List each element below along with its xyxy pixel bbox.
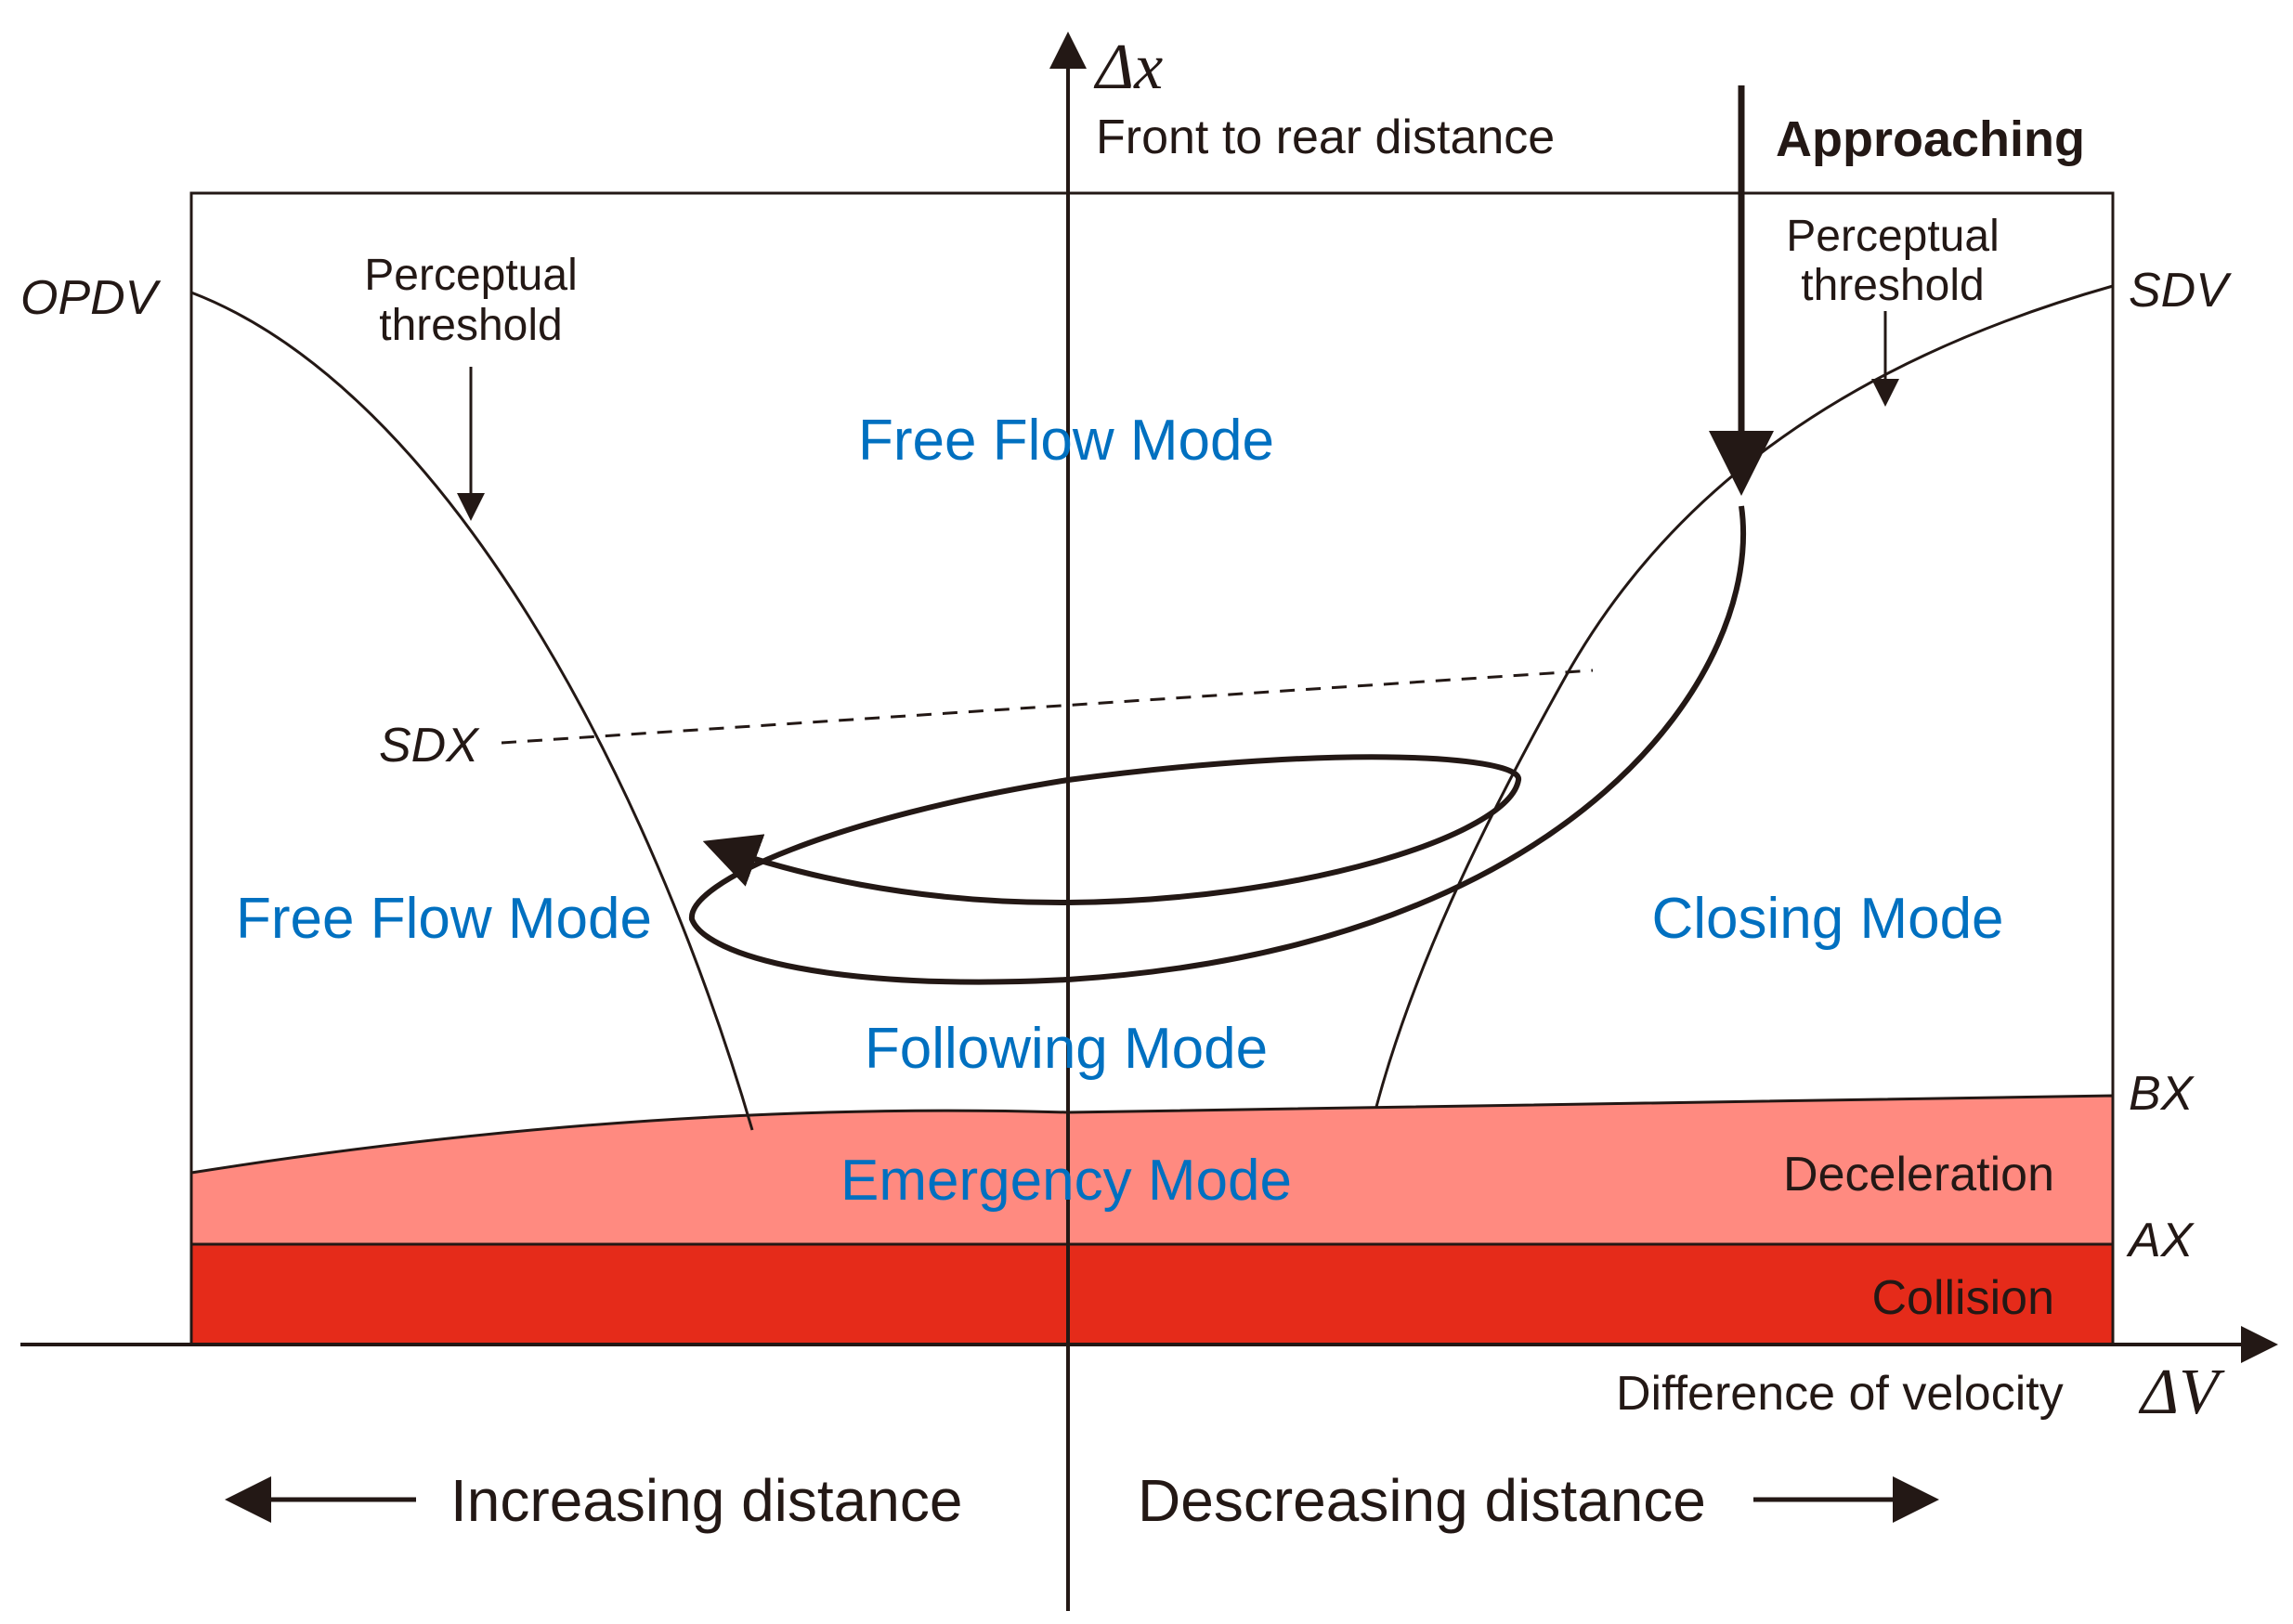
mode-following: Following Mode: [865, 1017, 1268, 1081]
perceptual-threshold-left-line1: Perceptual: [364, 251, 577, 300]
perceptual-threshold-left-line2: threshold: [379, 301, 562, 350]
y-axis-label: Front to rear distance: [1096, 110, 1555, 164]
collision-label: Collision: [1871, 1271, 2054, 1325]
perceptual-threshold-right-line2: threshold: [1801, 261, 1984, 310]
trajectory-path: [688, 505, 1747, 985]
mode-free-flow-top: Free Flow Mode: [858, 409, 1274, 473]
increasing-distance-label: Increasing distance: [450, 1467, 962, 1534]
opdv-curve: [190, 291, 754, 1131]
x-axis-label: Difference of velocity: [1616, 1367, 2064, 1421]
deceleration-zone: [189, 1094, 2115, 1246]
mode-closing: Closing Mode: [1651, 887, 2003, 951]
x-axis-symbol: ΔV: [2138, 1357, 2225, 1428]
mode-free-flow-left: Free Flow Mode: [236, 887, 652, 951]
opdv-label: OPDV: [20, 271, 162, 325]
sdv-curve: [1374, 284, 2114, 1108]
deceleration-label: Deceleration: [1783, 1148, 2054, 1202]
sdx-dashed-line: [501, 669, 1594, 745]
sdx-label: SDX: [379, 719, 480, 773]
collision-zone: [189, 1242, 2115, 1346]
approaching-label: Approaching: [1776, 111, 2085, 167]
bx-label: BX: [2129, 1067, 2195, 1121]
decreasing-distance-label: Descreasing distance: [1138, 1467, 1706, 1534]
perceptual-threshold-right-line1: Perceptual: [1786, 212, 1999, 261]
y-axis-symbol: Δx: [1093, 32, 1163, 103]
ax-label: AX: [2126, 1214, 2195, 1267]
mode-emergency: Emergency Mode: [840, 1149, 1292, 1213]
sdv-label: SDV: [2129, 264, 2232, 318]
